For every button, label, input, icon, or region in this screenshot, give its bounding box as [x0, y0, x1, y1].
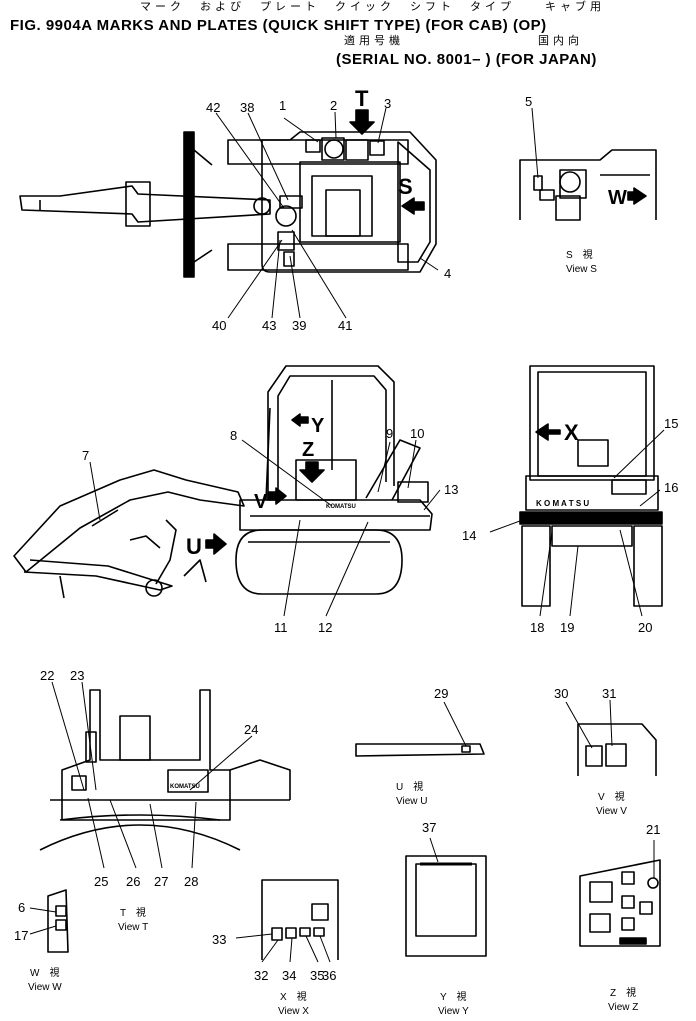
callout-11: 11 [274, 620, 288, 635]
figure-title: FIG. 9904A MARKS AND PLATES (QUICK SHIFT… [10, 17, 547, 34]
callout-numbers: 1 2 3 4 5 6 7 8 9 10 11 12 13 14 15 16 1… [14, 94, 678, 983]
callout-43: 43 [262, 318, 276, 333]
callout-32: 32 [254, 968, 268, 983]
view-s-drawing [519, 149, 657, 221]
callout-37: 37 [422, 820, 436, 835]
callout-9: 9 [386, 426, 393, 441]
callout-7: 7 [82, 448, 89, 463]
callout-5: 5 [525, 94, 532, 109]
callout-25: 25 [94, 874, 108, 889]
callout-13: 13 [444, 482, 458, 497]
view-t-drawing [39, 689, 291, 851]
callout-35: 35 [310, 968, 324, 983]
callout-18: 18 [530, 620, 544, 635]
callout-22: 22 [40, 668, 54, 683]
callout-12: 12 [318, 620, 332, 635]
callout-27: 27 [154, 874, 168, 889]
callout-31: 31 [602, 686, 616, 701]
view-v-jp: V 視 [598, 790, 625, 803]
view-x-en: View X [278, 1006, 309, 1017]
callout-23: 23 [70, 668, 84, 683]
callout-4: 4 [444, 266, 451, 281]
callout-19: 19 [560, 620, 574, 635]
top-view-drawing [19, 109, 437, 278]
callout-2: 2 [330, 98, 337, 113]
view-w-jp: W 視 [30, 966, 59, 979]
view-w-en: View W [28, 982, 62, 993]
arrow-label-t: T [355, 86, 369, 111]
callout-15: 15 [664, 416, 678, 431]
figure-subtitle: (SERIAL NO. 8001– ) (FOR JAPAN) [336, 51, 597, 68]
callout-8: 8 [230, 428, 237, 443]
arrow-label-w: W [608, 187, 627, 209]
callout-40: 40 [212, 318, 226, 333]
callout-28: 28 [184, 874, 198, 889]
view-y-en: View Y [438, 1006, 469, 1017]
header-japanese-market: 国内向 [538, 35, 583, 47]
brand-mark-side: KOMATSU [326, 504, 356, 510]
side-view-drawing [13, 365, 433, 599]
view-z-en: View Z [608, 1002, 638, 1013]
callout-17: 17 [14, 928, 28, 943]
callout-30: 30 [554, 686, 568, 701]
view-captions: S 視 View S T 視 View T U 視 View U V 視 Vie… [28, 248, 638, 1017]
callout-41: 41 [338, 318, 352, 333]
view-x-jp: X 視 [280, 990, 307, 1003]
rear-view-drawing [519, 365, 663, 607]
view-y-jp: Y 視 [440, 990, 467, 1003]
callout-24: 24 [244, 722, 258, 737]
callout-39: 39 [292, 318, 306, 333]
arrow-label-z: Z [302, 439, 314, 461]
callout-6: 6 [18, 900, 25, 915]
view-z-jp: Z 視 [610, 986, 636, 999]
view-v-en: View V [596, 806, 627, 817]
header-japanese-serial: 適用号機 [344, 35, 404, 47]
callout-21: 21 [646, 822, 660, 837]
view-w-drawing [47, 889, 69, 953]
callout-42: 42 [206, 100, 220, 115]
view-y-drawing [405, 855, 487, 957]
view-s-jp: S 視 [566, 248, 593, 261]
view-v-drawing [577, 723, 657, 776]
callout-1: 1 [279, 98, 286, 113]
view-t-jp: T 視 [120, 906, 146, 919]
view-u-jp: U 視 [396, 780, 423, 793]
brand-mark-rear: K O M A T S U [536, 499, 589, 508]
arrow-label-s: S [398, 174, 413, 199]
callout-3: 3 [384, 96, 391, 111]
callout-26: 26 [126, 874, 140, 889]
callout-36: 36 [322, 968, 336, 983]
view-z-drawing [579, 859, 661, 947]
callout-14: 14 [462, 528, 476, 543]
view-u-drawing [355, 743, 485, 757]
callout-10: 10 [410, 426, 424, 441]
callout-33: 33 [212, 932, 226, 947]
view-t-en: View T [118, 922, 148, 933]
leader-lines [29, 107, 665, 963]
arrow-label-y: Y [311, 415, 325, 437]
header-japanese-line: マーク および プレート クイック シフト タイプ キャブ用 [140, 1, 605, 13]
callout-29: 29 [434, 686, 448, 701]
arrow-label-u: U [186, 534, 202, 559]
arrow-label-x: X [564, 420, 579, 445]
callout-16: 16 [664, 480, 678, 495]
callout-20: 20 [638, 620, 652, 635]
arrow-label-v: V [254, 491, 268, 513]
brand-mark-view-t: KOMATSU [170, 784, 200, 790]
view-s-en: View S [566, 264, 597, 275]
view-u-en: View U [396, 796, 428, 807]
callout-34: 34 [282, 968, 296, 983]
callout-38: 38 [240, 100, 254, 115]
view-x-drawing [261, 879, 339, 960]
